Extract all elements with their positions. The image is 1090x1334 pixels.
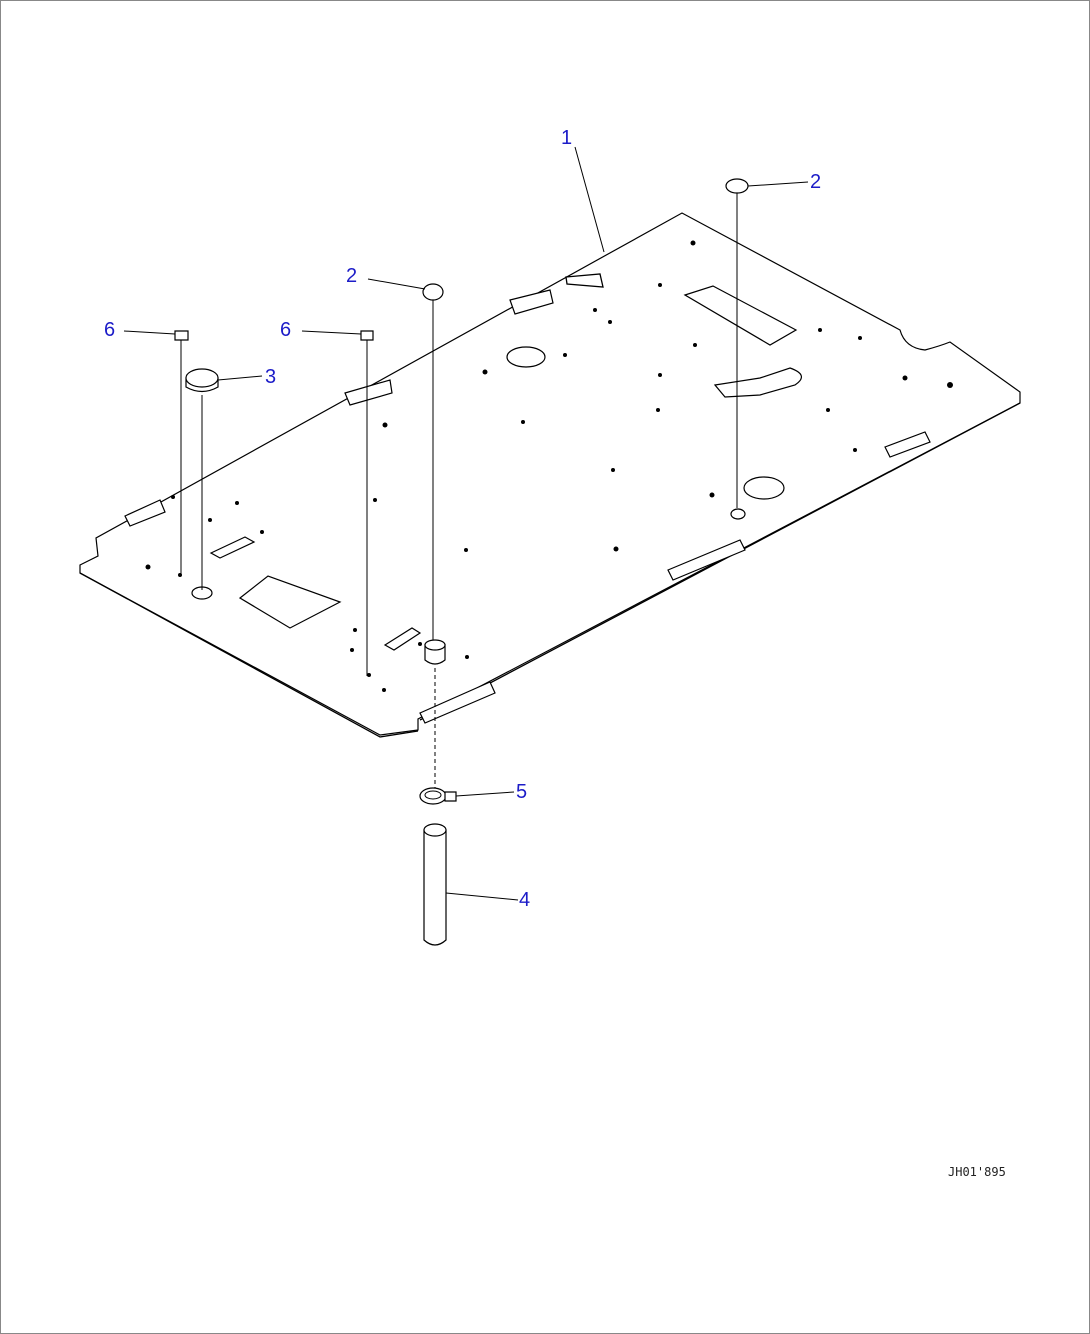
part-6-bolt-left [174, 330, 189, 575]
callout-5: 5 [516, 781, 527, 803]
part-5-clamp [419, 787, 457, 805]
callout-3: 3 [265, 366, 276, 388]
part-6-bolt-right [360, 330, 374, 676]
callout-6-right: 6 [280, 319, 291, 341]
floor-plate [79, 212, 1021, 738]
callout-4: 4 [519, 889, 530, 911]
bushing [424, 639, 446, 790]
leader-lines [123, 146, 809, 901]
callout-2-right: 2 [810, 171, 821, 193]
part-3-plug [185, 368, 219, 590]
part-2-cap-right [725, 178, 749, 508]
part-2-cap-center [422, 283, 444, 640]
callout-2-center: 2 [346, 265, 357, 287]
callout-6-left: 6 [104, 319, 115, 341]
callout-1: 1 [561, 127, 572, 149]
drawing-number: JH01'895 [948, 1165, 1006, 1179]
part-4-rod [423, 823, 447, 946]
